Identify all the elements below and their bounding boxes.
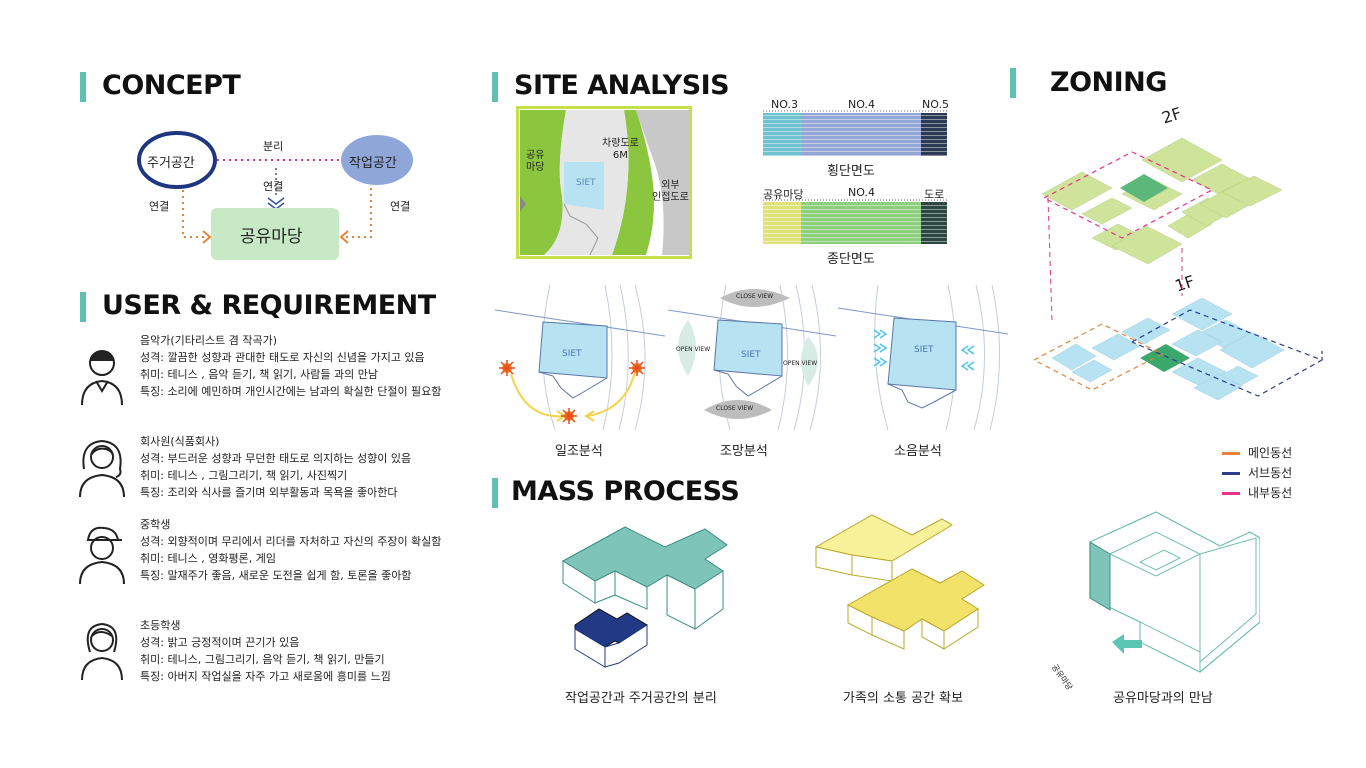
- connect-left-label: 연결: [149, 200, 170, 213]
- legend-swatch: [1222, 492, 1240, 495]
- legend-inner-route: 내부동선: [1222, 484, 1292, 501]
- map-road-label: 차량도로 6M: [602, 138, 639, 161]
- close-view-bottom-label: CLOSE VIEW: [716, 405, 754, 412]
- legend-label: 메인동선: [1248, 446, 1293, 460]
- sun-analysis: [495, 284, 665, 431]
- user-line: 성격: 외향적이며 무리에서 리더를 자처하고 자신의 주장이 확실함: [140, 535, 442, 548]
- shared-node: 공유마당: [240, 227, 303, 247]
- mass-step-2: [814, 514, 985, 650]
- long-plaza-label: 공유마당: [763, 188, 804, 201]
- legend-swatch: [1222, 452, 1240, 455]
- map-siet-label: SIET: [576, 178, 596, 188]
- legend-swatch: [1222, 472, 1240, 475]
- user-middleschool: 중학생 성격: 외향적이며 무리에서 리더를 자처하고 자신의 주장이 확실함 …: [140, 516, 465, 584]
- map-outer-road-label: 외부 인접도로: [652, 180, 689, 203]
- site-title: SITE ANALYSIS: [514, 70, 730, 101]
- legend-sub-route: 서브동선: [1222, 464, 1292, 481]
- work-node: 작업공간: [349, 156, 397, 171]
- user-line: 성격: 부드러운 성향과 무던한 태도로 의지하는 성향이 있음: [140, 452, 412, 465]
- site-map: [516, 106, 692, 259]
- user-line: 취미: 테니스, 그림그리기, 음악 듣기, 책 읽기, 만들기: [140, 653, 385, 666]
- sun-caption: 일조분석: [555, 444, 603, 459]
- mass-step-3-caption: 공유마당과의 만남: [1113, 691, 1213, 706]
- user-line: 특징: 아버지 작업실을 자주 가고 새로움에 흥미를 느낌: [140, 670, 391, 683]
- connect-center-label: 연결: [263, 180, 284, 193]
- mass-step-1: [562, 526, 728, 668]
- mass-accent-bar: [492, 478, 498, 508]
- user-avatar-musician-icon: [81, 350, 123, 406]
- long-no4-label: NO.4: [848, 186, 875, 199]
- legend-label: 서브동선: [1248, 466, 1293, 480]
- zoning-accent-bar: [1010, 68, 1016, 98]
- sun-siet-label: SIET: [562, 349, 582, 359]
- mass-step-2-caption: 가족의 소통 공간 확보: [843, 691, 964, 706]
- user-line: 취미: 테니스 , 영화평론, 게임: [140, 552, 277, 565]
- concept-diagram: [137, 131, 413, 260]
- noise-analysis: [838, 284, 1008, 431]
- long-section: [763, 199, 947, 244]
- concept-accent-bar: [80, 72, 86, 102]
- user-musician: 음악가(기타리스트 겸 작곡가) 성격: 깔끔한 성향과 관대한 태도로 자신의…: [140, 332, 465, 400]
- long-caption: 종단면도: [827, 252, 875, 267]
- user-line: 특징: 소리에 예민하며 개인시간에는 남과의 확실한 단절이 필요함: [140, 385, 442, 398]
- close-view-top-label: CLOSE VIEW: [736, 293, 774, 300]
- user-elementary: 초등학생 성격: 밝고 긍정적이며 끈기가 있음 취미: 테니스, 그림그리기,…: [140, 617, 465, 685]
- open-view-right-label: OPEN VIEW: [783, 360, 818, 367]
- long-road-label: 도로: [924, 188, 945, 201]
- user-name: 음악가(기타리스트 겸 작곡가): [140, 334, 278, 347]
- connect-right-label: 연결: [390, 200, 411, 213]
- view-caption: 조망분석: [720, 444, 768, 459]
- noise-caption: 소음분석: [894, 444, 942, 459]
- legend-label: 내부동선: [1248, 486, 1293, 500]
- zoning-title: ZONING: [1050, 67, 1167, 98]
- user-line: 특징: 조리와 식사를 즐기며 외부활동과 목욕을 좋아한다: [140, 486, 398, 499]
- site-accent-bar: [492, 72, 498, 102]
- separation-label: 분리: [263, 140, 284, 153]
- user-avatar-officeworker-icon: [79, 439, 125, 498]
- residential-node: 주거공간: [147, 156, 195, 171]
- noise-siet-label: SIET: [914, 345, 934, 355]
- mass-step-1-caption: 작업공간과 주거공간의 분리: [565, 691, 717, 706]
- cross-section: [763, 110, 947, 156]
- user-line: 취미: 테니스 , 그림그리기, 책 읽기, 사진찍기: [140, 469, 348, 482]
- mass-step-3: [1089, 511, 1260, 673]
- users-title: USER & REQUIREMENT: [102, 290, 436, 321]
- zoning-diagram: [1033, 137, 1324, 401]
- map-plaza-label: 공유 마당: [526, 150, 545, 173]
- user-name: 초등학생: [140, 619, 181, 632]
- cross-caption: 횡단면도: [827, 164, 875, 179]
- cross-no5-label: NO.5: [922, 98, 949, 111]
- user-line: 특징: 말재주가 좋음, 새로운 도전을 쉽게 함, 토론을 좋아함: [140, 569, 412, 582]
- mass-title: MASS PROCESS: [511, 476, 740, 507]
- legend-main-route: 메인동선: [1222, 444, 1292, 461]
- user-line: 성격: 밝고 긍정적이며 끈기가 있음: [140, 636, 300, 649]
- view-analysis: [668, 284, 836, 431]
- cross-no3-label: NO.3: [771, 98, 798, 111]
- user-name: 회사원(식품회사): [140, 435, 220, 448]
- view-siet-label: SIET: [741, 350, 761, 360]
- user-avatar-elementary-icon: [81, 622, 123, 681]
- user-name: 중학생: [140, 518, 171, 531]
- concept-title: CONCEPT: [102, 70, 241, 101]
- user-officeworker: 회사원(식품회사) 성격: 부드러운 성향과 무던한 태도로 의지하는 성향이 …: [140, 433, 465, 501]
- users-accent-bar: [80, 292, 86, 322]
- user-line: 성격: 깔끔한 성향과 관대한 태도로 자신의 신념을 가지고 있음: [140, 351, 425, 364]
- user-avatar-middleschool-icon: [79, 526, 125, 585]
- user-line: 취미: 테니스 , 음악 듣기, 책 읽기, 사람들 과의 만남: [140, 368, 378, 381]
- cross-no4-label: NO.4: [848, 98, 875, 111]
- open-view-left-label: OPEN VIEW: [676, 346, 711, 353]
